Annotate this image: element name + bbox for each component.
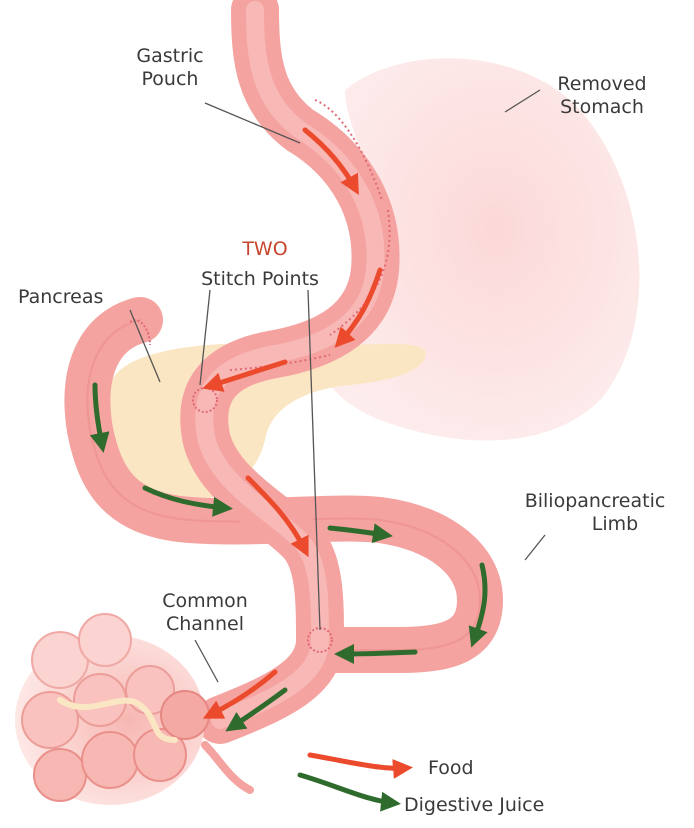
gastric-pouch-line-1: Gastric [115, 45, 225, 68]
two-label: TWO [220, 238, 310, 261]
legend-juice-arrow [300, 775, 393, 803]
legend-food-label: Food [428, 757, 474, 780]
removed-stomach-label: Removed Stomach [537, 73, 667, 119]
biliopancreatic-limb-label: Biliopancreatic Limb [500, 490, 690, 536]
gastric-pouch-label: Gastric Pouch [115, 45, 225, 91]
legend-juice-label: Digestive Juice [404, 794, 544, 817]
biliopancreatic-line-1: Biliopancreatic [500, 490, 690, 513]
common-channel-line-2: Channel [140, 613, 270, 636]
removed-stomach-line-2: Stomach [537, 96, 667, 119]
pancreas-label: Pancreas [18, 286, 103, 309]
common-channel-line-1: Common [140, 590, 270, 613]
common-channel-label: Common Channel [140, 590, 270, 636]
biliopancreatic-line-2: Limb [500, 513, 690, 536]
legend-food-arrow [310, 755, 405, 768]
removed-stomach-line-1: Removed [537, 73, 667, 96]
stitch-points-label: Stitch Points [175, 268, 345, 291]
gastric-pouch-line-2: Pouch [115, 68, 225, 91]
